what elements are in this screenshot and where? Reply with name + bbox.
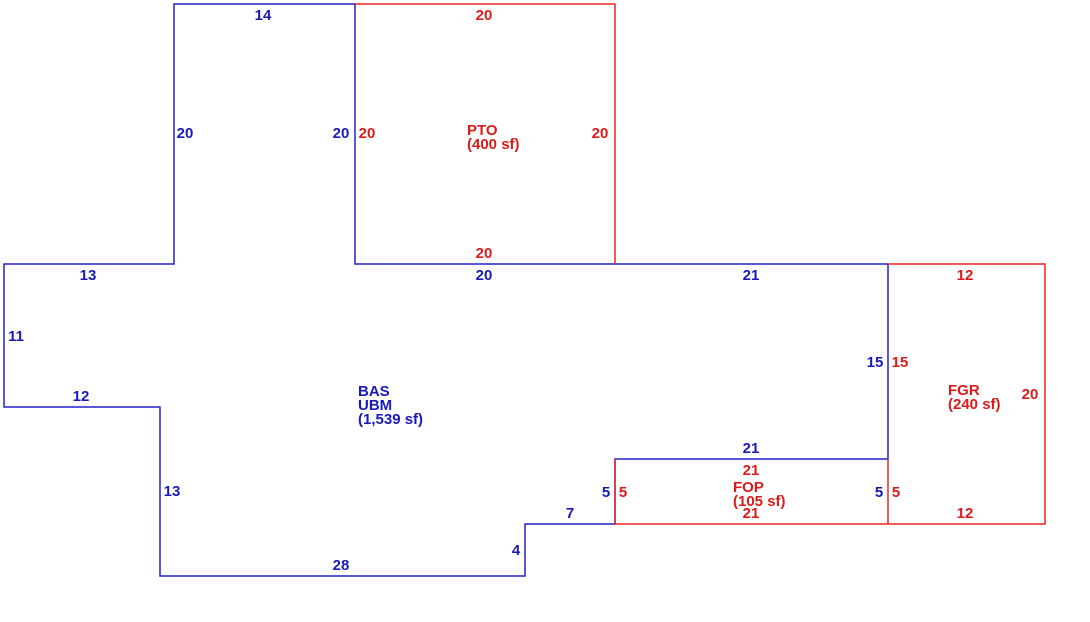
dim-bas-fop-side: 5 <box>602 484 610 501</box>
fgr-area-label: (240 sf) <box>948 396 1001 413</box>
dim-bas-step-vertical: 4 <box>512 542 521 559</box>
pto-outline <box>355 3 616 264</box>
dim-fgr-left: 15 <box>892 354 909 371</box>
dim-pto-left: 20 <box>359 125 376 142</box>
dim-bas-top-right: 21 <box>743 267 760 284</box>
dim-pto-right: 20 <box>592 125 609 142</box>
dim-fgr-right: 20 <box>1022 386 1039 403</box>
dim-bas-wing-left: 11 <box>8 328 24 345</box>
ubm-code-label: UBM <box>358 397 392 414</box>
fop-outline <box>614 459 888 525</box>
fop-area-label: (105 sf) <box>733 493 786 510</box>
dim-bas-top-a: 14 <box>255 7 272 24</box>
dim-pto-bottom: 20 <box>476 245 493 262</box>
bas-code-label: BAS <box>358 383 390 400</box>
dim-bas-wing-bottom: 12 <box>73 388 90 405</box>
bas-area-label: (1,539 sf) <box>358 411 423 428</box>
dim-fgr-bottom: 12 <box>957 505 974 522</box>
dim-bas-bottom: 28 <box>333 557 350 574</box>
pto-code-label: PTO <box>467 122 498 139</box>
dim-bas-lower-left: 13 <box>164 483 181 500</box>
dim-bas-shared-pto: 20 <box>333 125 350 142</box>
dim-bas-step-horizontal: 7 <box>566 505 574 522</box>
dim-bas-fop-right: 5 <box>875 484 883 501</box>
dim-bas-top-mid: 20 <box>476 267 493 284</box>
fgr-code-label: FGR <box>948 382 980 399</box>
dim-pto-top: 20 <box>476 7 493 24</box>
dim-bas-fop-top: 21 <box>743 440 760 457</box>
dim-bas-wing-top: 13 <box>80 267 97 284</box>
pto-area-label: (400 sf) <box>467 136 520 153</box>
bas-outline <box>3 3 889 577</box>
dim-fop-bottom: 21 <box>743 505 760 522</box>
dim-fop-left: 5 <box>619 484 627 501</box>
dim-bas-right: 15 <box>867 354 884 371</box>
fgr-outline <box>888 263 1046 525</box>
dim-fgr-top: 12 <box>957 267 974 284</box>
dim-fop-top: 21 <box>743 462 760 479</box>
dim-bas-left-upper: 20 <box>177 125 194 142</box>
dim-fgr-lower-left: 5 <box>892 484 900 501</box>
fop-code-label: FOP <box>733 479 764 496</box>
